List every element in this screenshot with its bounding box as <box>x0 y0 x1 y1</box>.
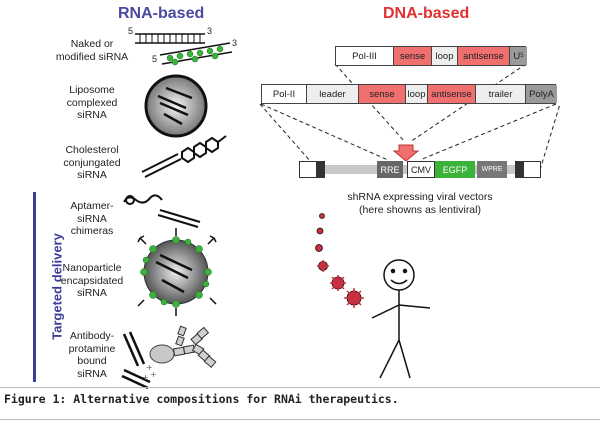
antibody-icon: +++ <box>121 325 217 390</box>
aptamer-icon <box>123 194 201 228</box>
vector-caption: shRNA expressing viral vectors (here sho… <box>347 191 493 216</box>
cholesterol-icon <box>141 135 227 178</box>
pol2-trailer: trailer <box>476 85 526 103</box>
caption-rule-top <box>0 387 600 388</box>
strand-5prime-top: 5 <box>128 26 134 36</box>
svg-text:+: + <box>142 373 149 382</box>
svg-text:+: + <box>146 363 153 372</box>
vector-egfp: EGFP <box>435 161 475 178</box>
ltr-right <box>523 161 541 178</box>
rna-based-header: RNA-based <box>118 5 205 22</box>
strand-3prime-top: 3 <box>207 26 213 36</box>
ltr-right-dark <box>515 161 523 178</box>
pol2-cassette: Pol-II leader sense loop antisense trail… <box>261 84 557 104</box>
pol3-loop: loop <box>432 47 458 65</box>
mapping-lines <box>259 63 561 171</box>
pol3-antisense: antisense <box>458 47 510 65</box>
pol2-polya: PolyA <box>526 85 557 103</box>
label-nanoparticle-sirna: Nanoparticle encapsidated siRNA <box>60 262 124 299</box>
strand-5prime-bottom: 5 <box>152 54 158 64</box>
viral-particles <box>315 213 364 308</box>
dna-based-header: DNA-based <box>383 5 470 22</box>
targeted-delivery-bar <box>33 192 36 382</box>
pol3-sense: sense <box>394 47 432 65</box>
pol2-loop: loop <box>406 85 428 103</box>
vector-rre: RRE <box>377 161 403 178</box>
pol2-sense: sense <box>359 85 406 103</box>
strand-3prime-bottom: 3 <box>232 38 238 48</box>
svg-text:+: + <box>150 370 157 379</box>
pol2-antisense: antisense <box>428 85 476 103</box>
liposome-icon <box>144 74 208 138</box>
ltr-left-dark <box>317 161 325 178</box>
vector-wpre: WPRE <box>477 161 507 178</box>
naked-sirna-icon <box>135 33 233 66</box>
insertion-arrow <box>392 144 420 162</box>
ltr-left <box>299 161 317 178</box>
pol2-leader: leader <box>307 85 359 103</box>
label-antibody-sirna: Antibody- protamine bound siRNA <box>68 330 116 380</box>
pol3-promoter: Pol-III <box>336 47 394 65</box>
vector-cmv: CMV <box>407 161 435 178</box>
figure-caption: Figure 1: Alternative compositions for R… <box>4 392 399 406</box>
label-liposome-sirna: Liposome complexed siRNA <box>66 84 118 121</box>
nanoparticle-icon <box>137 228 217 316</box>
label-cholesterol-sirna: Cholesterol conjungated siRNA <box>63 144 121 181</box>
lentiviral-vector: RRE CMV EGFP WPRE <box>299 161 541 178</box>
caption-rule-bottom <box>0 419 600 420</box>
stick-figure <box>371 259 431 379</box>
label-naked-sirna: Naked or modified siRNA <box>55 38 129 63</box>
label-aptamer-sirna: Aptamer- siRNA chimeras <box>70 200 114 237</box>
pol2-promoter: Pol-II <box>262 85 307 103</box>
